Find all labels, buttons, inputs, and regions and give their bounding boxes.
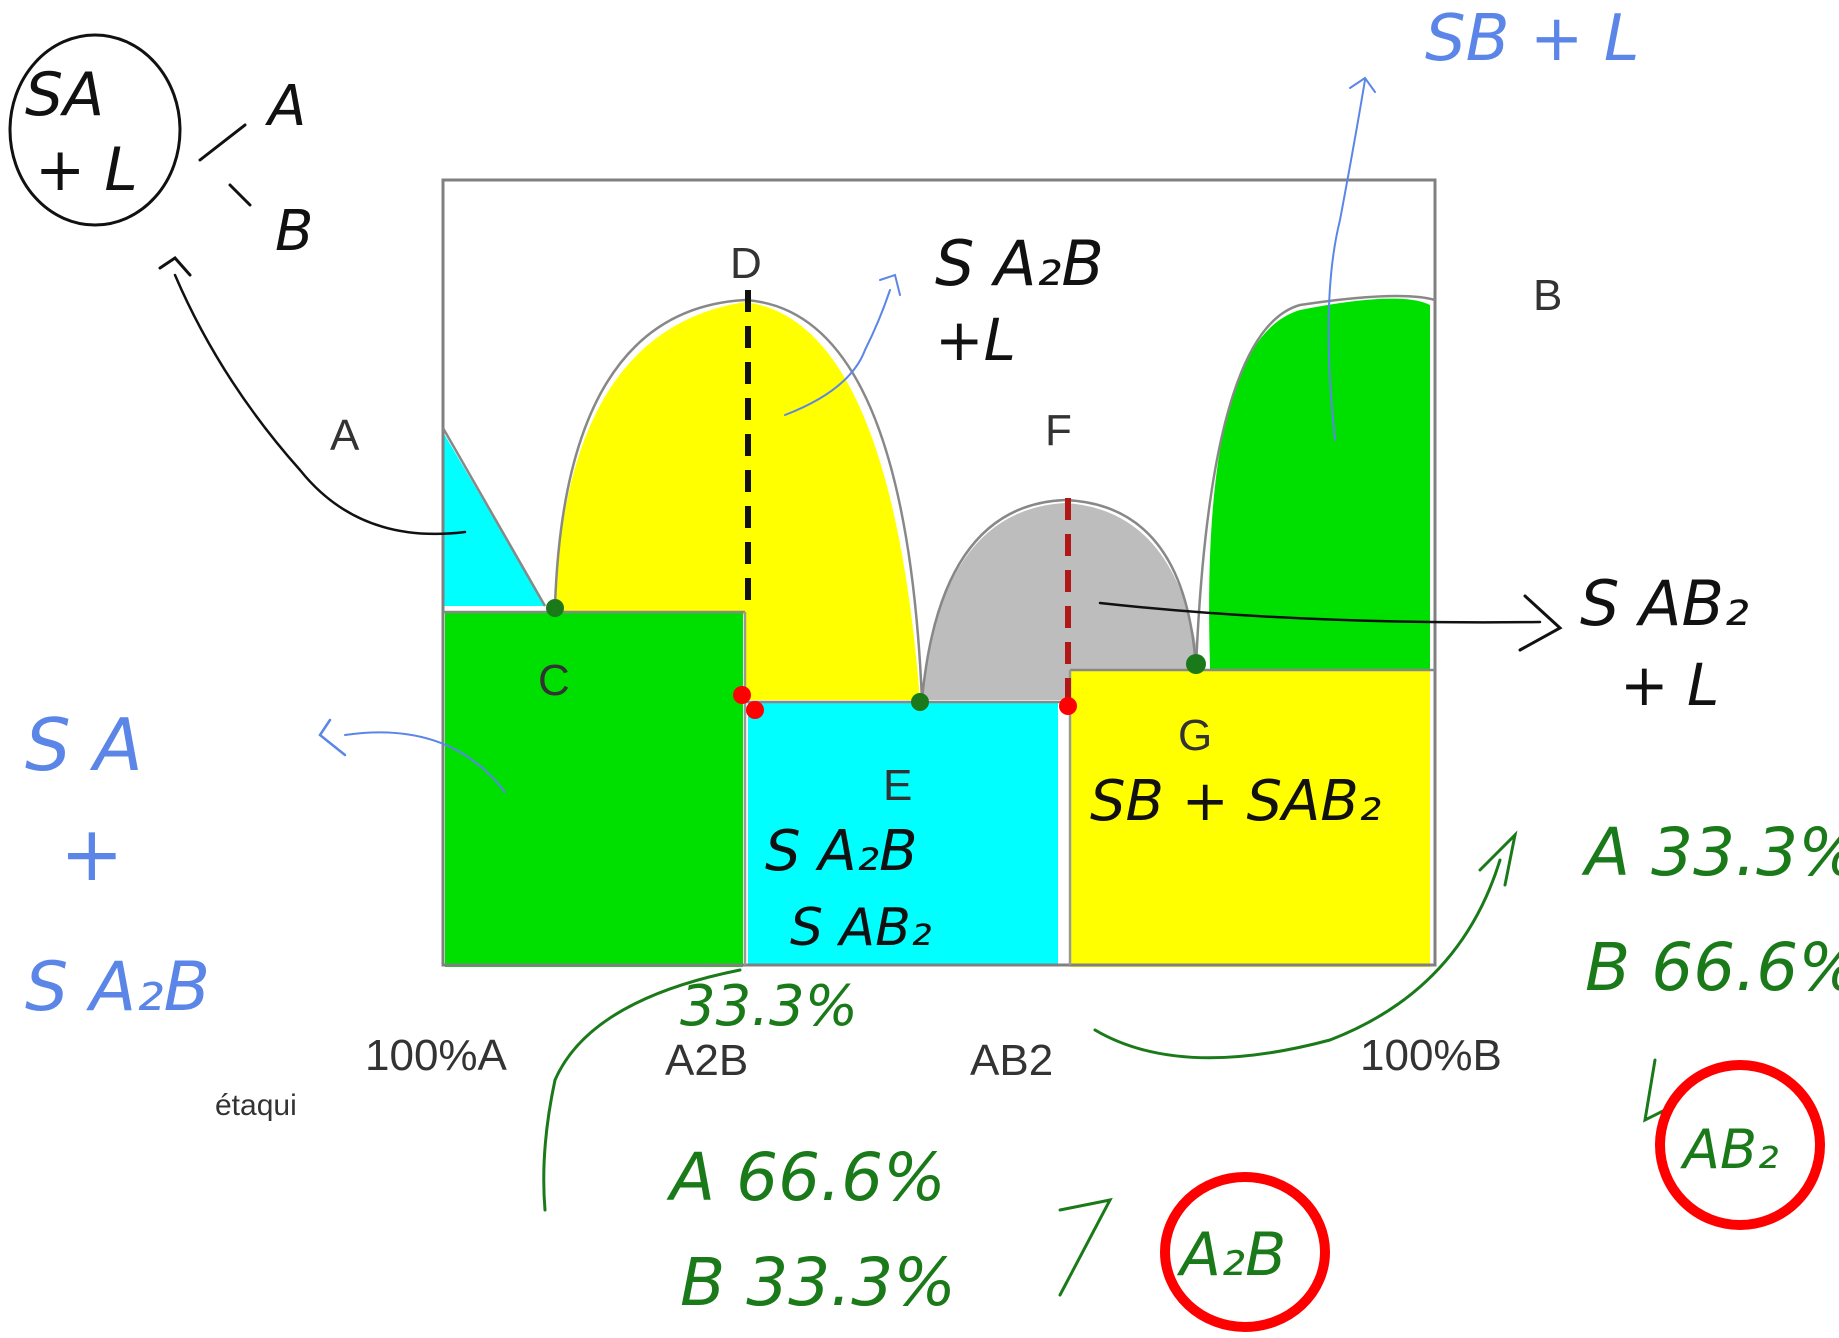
dot-g [1186, 654, 1206, 674]
arrow-a2b-composition [542, 968, 742, 1212]
g-region-text: SB + SAB₂ [1090, 769, 1381, 834]
region-a2b-liquid [555, 302, 920, 700]
ab2-comp-b: B 66.6% [1585, 929, 1839, 1006]
sa-l-line2: + L [35, 135, 138, 205]
ink-strokes [8, 33, 1825, 1332]
label-e: E [883, 761, 912, 810]
sab2-l-line2: + L [1620, 651, 1719, 719]
branch-a: A [265, 74, 306, 139]
liquidus-a [441, 427, 547, 607]
sa-sa2b-line2: + [60, 809, 124, 898]
region-sb-sab2 [1070, 670, 1430, 967]
dot-c [546, 599, 564, 617]
handwritten-text: SA + L A B SB + L S A₂B +L S AB₂ + L S A… [25, 2, 1839, 1321]
ab2-red-circle [1655, 1060, 1825, 1230]
label-b: B [1533, 271, 1562, 320]
phase-regions [443, 298, 1430, 967]
arrow-a2b-result [1058, 1197, 1113, 1297]
liquidus-ab2 [920, 498, 1198, 701]
sa-sa2b-line1: S A [25, 703, 143, 787]
arrow-head-ab2 [1478, 830, 1518, 887]
a2b-red-circle [1160, 1172, 1330, 1332]
axis-100a: 100%A [365, 1031, 508, 1080]
arrow-head-sb-l [1349, 76, 1376, 93]
arrow-gray-to-sab2 [1098, 601, 1542, 624]
branch-b: B [275, 199, 313, 264]
region-sb-liquid [1209, 298, 1430, 670]
marker-dots [546, 599, 1206, 719]
dot-e-left-2 [746, 701, 764, 719]
dot-e-right [911, 693, 929, 711]
label-c: C [538, 656, 570, 705]
region-sa-sa2b [445, 612, 743, 967]
label-g: G [1178, 711, 1212, 760]
sa2b-l-line1: S A₂B [935, 227, 1104, 300]
label-f: F [1045, 406, 1072, 455]
e-region-line2: S AB₂ [790, 898, 932, 958]
region-ab2-liquid [922, 503, 1200, 700]
label-d: D [730, 239, 762, 288]
branch-lines [198, 123, 252, 207]
sab2-l-line1: S AB₂ [1580, 567, 1749, 640]
phase-labels: A B C D E F G [330, 239, 1562, 810]
arrow-ab2-result [1643, 1058, 1667, 1123]
arrow-head-sa-sa2b [318, 718, 347, 757]
arrow-head-sab2 [1518, 594, 1563, 652]
region-sa2b-sab2 [748, 702, 1058, 964]
clipped-text: étaqui [215, 1089, 297, 1122]
dot-f [1059, 697, 1077, 715]
liquidus-b [1194, 294, 1436, 669]
arrow-head-sa2b-l [879, 273, 901, 296]
arrow-cyan-to-circle [173, 273, 467, 536]
sa-sa2b-line3: S A₂B [25, 948, 210, 1027]
axis-ab2: AB2 [970, 1036, 1053, 1085]
axis-100b: 100%B [1360, 1031, 1502, 1080]
ab2-result: AB₂ [1680, 1118, 1779, 1181]
axis-a2b: A2B [665, 1036, 748, 1085]
arrow-ab2-composition [1093, 858, 1502, 1060]
a2b-result: A₂B [1176, 1220, 1286, 1290]
e-region-line1: S A₂B [765, 819, 918, 884]
arrow-to-sa-sa2b [344, 731, 506, 793]
sa-l-line1: SA [25, 60, 104, 130]
sa-l-circle [8, 33, 182, 227]
ab2-comp-a: A 33.3% [1581, 814, 1839, 891]
diagram-lines [441, 178, 1437, 967]
arrow-head-circle [158, 256, 192, 277]
a2b-comp-b: B 33.3% [680, 1244, 956, 1321]
sa2b-l-line2: +L [935, 306, 1016, 374]
dot-e-left [733, 686, 751, 704]
pct-33-text: 33.3% [680, 974, 858, 1039]
arrow-to-sb-l [1327, 79, 1366, 441]
label-a: A [330, 411, 360, 460]
a2b-comp-a: A 66.6% [666, 1139, 946, 1216]
axis-labels: 100%A A2B AB2 100%B étaqui [215, 1031, 1502, 1122]
diagram-frame [441, 178, 1437, 967]
sb-l-text: SB + L [1425, 2, 1640, 76]
arrow-to-sa2b-l [784, 289, 891, 416]
